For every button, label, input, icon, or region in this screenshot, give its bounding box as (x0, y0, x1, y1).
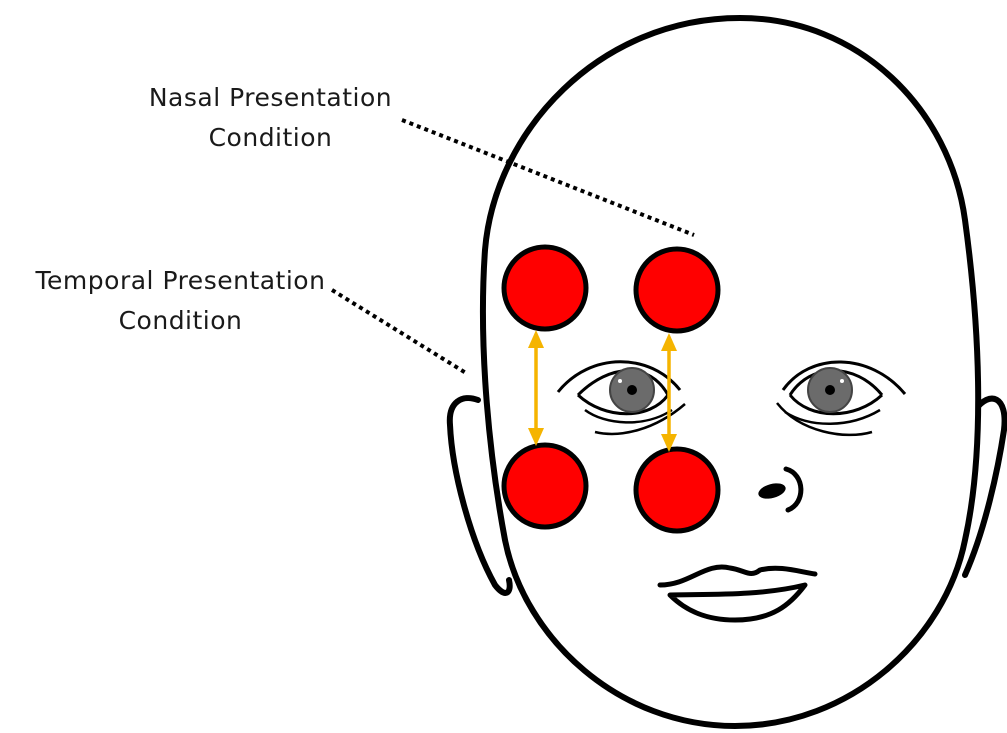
nasal-label-line-2: Condition (128, 118, 413, 158)
temporal-label-line-1: Temporal Presentation (8, 261, 353, 301)
stimulus-nasal-lower (636, 449, 718, 531)
nasal-label-line-1: Nasal Presentation (128, 78, 413, 118)
stimulus-nasal-upper (636, 249, 718, 331)
stimulus-temporal-upper (504, 247, 586, 329)
nasal-condition-label: Nasal Presentation Condition (128, 78, 413, 158)
temporal-label-line-2: Condition (8, 301, 353, 341)
right-pupil (825, 385, 835, 395)
stimulus-temporal-lower (504, 445, 586, 527)
left-pupil (627, 385, 637, 395)
temporal-condition-label: Temporal Presentation Condition (8, 261, 353, 341)
